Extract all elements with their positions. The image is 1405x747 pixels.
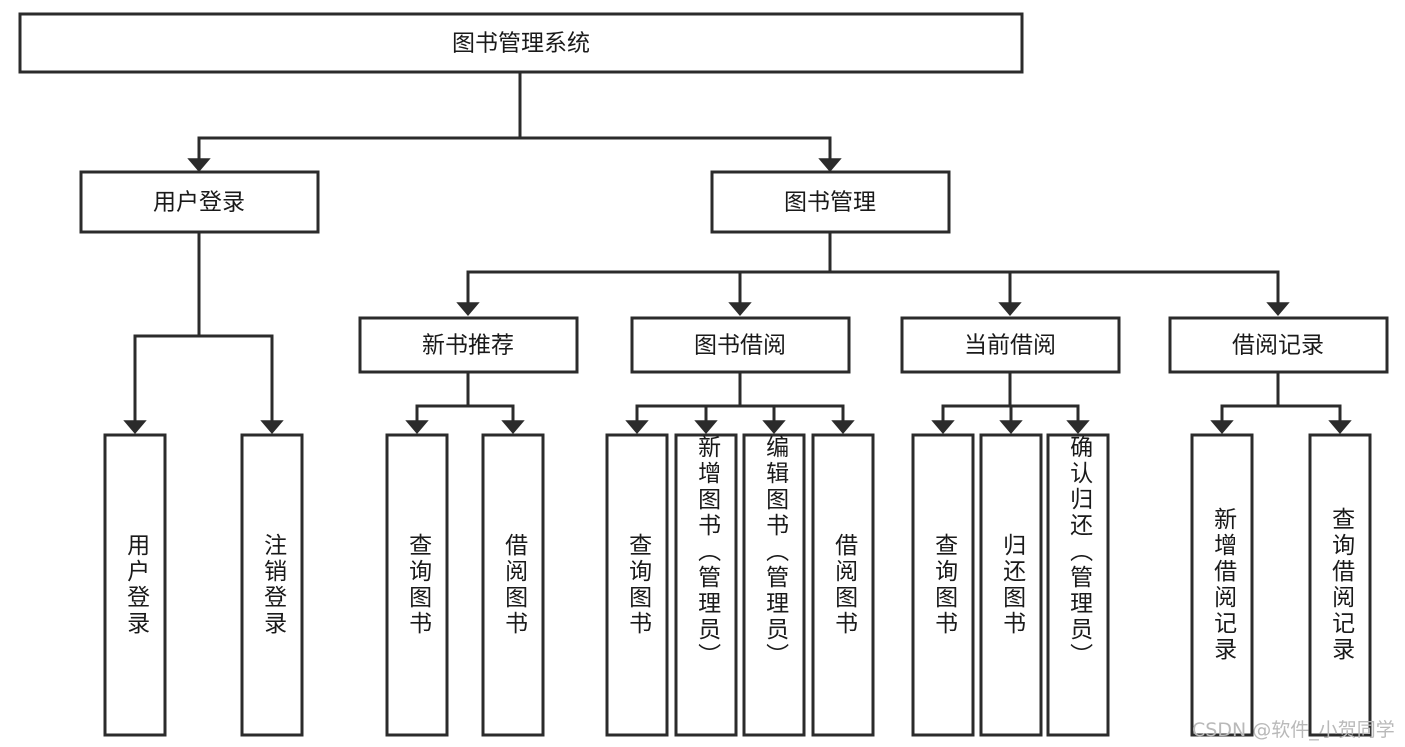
node-leaf-borrow-book-newbook[interactable] [481, 433, 545, 737]
node-book-borrow[interactable]: 图书借阅 [630, 316, 851, 374]
node-user-login-label: 用户登录 [153, 190, 245, 216]
node-book-management[interactable]: 图书管理 [710, 170, 951, 234]
node-leaf-add-borrow-record[interactable] [1190, 433, 1254, 737]
node-user-login[interactable]: 用户登录 [79, 170, 320, 234]
node-new-book-recommend[interactable]: 新书推荐 [358, 316, 579, 374]
node-current-borrow-label: 当前借阅 [964, 333, 1056, 359]
node-leaf-confirm-return-admin[interactable] [1046, 433, 1110, 737]
node-leaf-edit-book-admin[interactable] [742, 433, 806, 737]
edge-root-to-level2 [187, 70, 842, 173]
node-root[interactable]: 图书管理系统 [18, 12, 1024, 74]
node-leaf-user-login[interactable] [103, 433, 167, 737]
node-current-borrow[interactable]: 当前借阅 [900, 316, 1121, 374]
node-book-borrow-label: 图书借阅 [694, 333, 786, 359]
edge-records-to-leaves [1210, 370, 1352, 435]
node-leaf-query-book-newbook[interactable] [385, 433, 449, 737]
node-leaf-query-book-current[interactable] [911, 433, 975, 737]
node-borrow-records-label: 借阅记录 [1232, 333, 1324, 359]
edge-current-to-leaves [931, 370, 1090, 435]
edge-borrow-to-leaves [625, 370, 855, 435]
node-leaf-return-book[interactable] [979, 433, 1043, 737]
node-new-book-recommend-label: 新书推荐 [422, 333, 514, 359]
node-leaf-query-borrow-record[interactable] [1308, 433, 1372, 737]
node-leaf-borrow-book-borrow[interactable] [811, 433, 875, 737]
edge-bookmgmt-to-level3 [456, 230, 1290, 317]
node-root-label: 图书管理系统 [452, 31, 590, 57]
edge-newbook-to-leaves [405, 370, 525, 435]
node-leaf-add-book-admin[interactable] [674, 433, 738, 737]
node-borrow-records[interactable]: 借阅记录 [1168, 316, 1389, 374]
node-book-management-label: 图书管理 [784, 190, 876, 216]
watermark-text: CSDN @软件_小贺同学 [1192, 719, 1395, 741]
edge-userlogin-to-leaves [123, 230, 284, 435]
node-leaf-query-book-borrow[interactable] [605, 433, 669, 737]
node-leaf-logout[interactable] [240, 433, 304, 737]
